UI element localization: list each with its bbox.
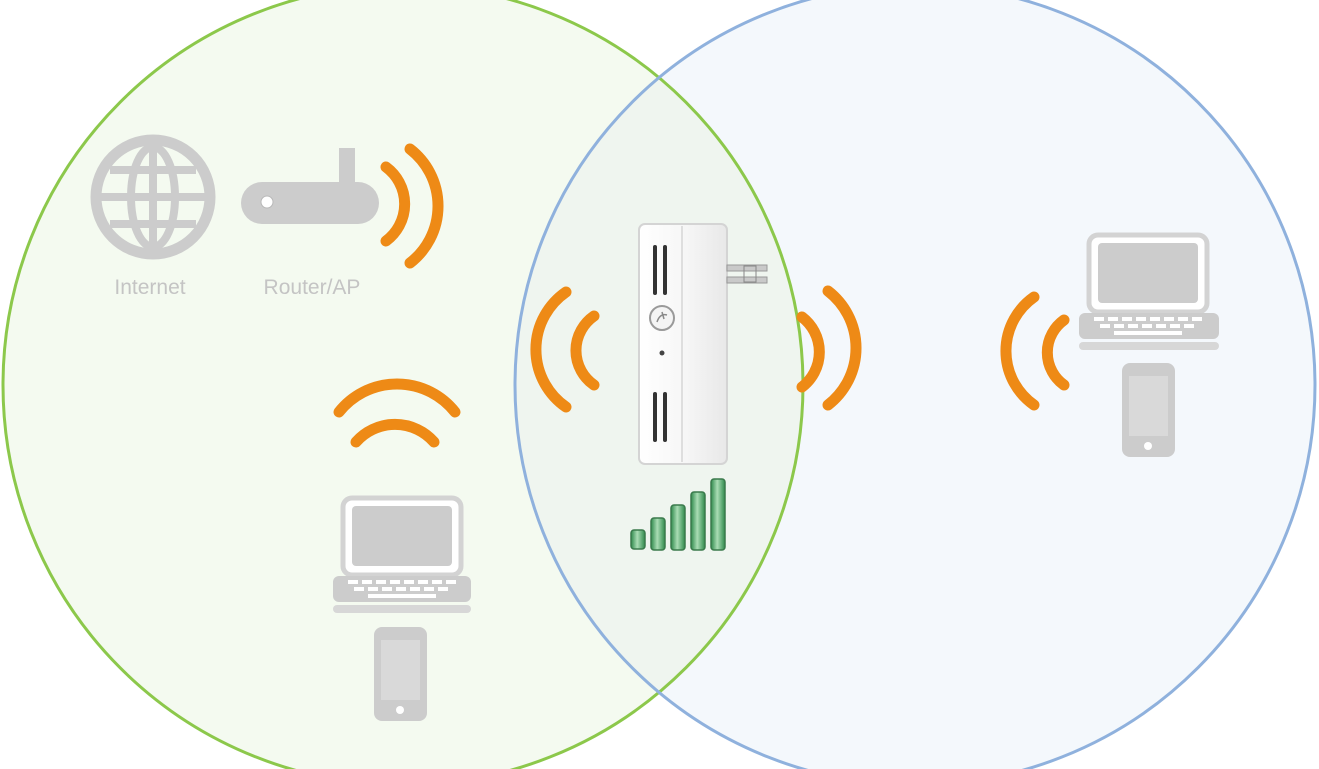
range-extender-icon [638,223,768,465]
globe-icon [90,134,216,260]
router-icon [241,148,379,224]
extended-coverage-outline [513,0,1317,769]
laptop-icon [1079,232,1219,350]
phone-icon [1122,363,1175,457]
laptop-icon [333,495,471,613]
signal-strength-icon [630,478,726,551]
extender-right-wifi-wave-icon [796,285,862,411]
phone-icon [374,627,427,721]
router-wifi-wave-icon [380,143,444,269]
client-wifi-wave-icon [1000,291,1070,411]
internet-label: Internet [114,276,185,299]
laptop-wifi-wave-icon [333,378,461,448]
extender-left-wifi-wave-icon [530,286,600,413]
overlap-zone [515,0,803,769]
router-label: Router/AP [264,276,361,299]
